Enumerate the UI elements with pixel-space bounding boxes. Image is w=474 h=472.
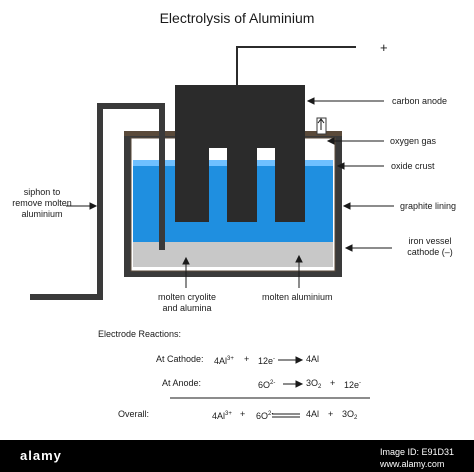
overall-product-o-subscript: 2 [354,415,358,421]
cathode-electron-charge: - [273,356,276,362]
cathode-electrons: 12e [258,356,274,366]
anode-lead-wire [236,46,356,85]
anode-electrons-term: 12e- [344,378,361,391]
cathode-electrons-term: 12e- [258,354,275,367]
carbon-anode-label: carbon anode [392,96,448,106]
cathode-equation-reactant: 4Al3+ [214,354,234,367]
cathode-reactant: 4Al [214,356,228,366]
overall-product-o: 3O [342,409,355,419]
iron-vessel-cathode-label: iron vessel cathode (–) [407,236,453,257]
positive-terminal-label: + [380,40,388,55]
watermark-logo: alamy [20,448,62,463]
reaction-arrows [272,356,304,418]
watermark-id-line1: Image ID: E91D31 [380,447,455,457]
anode-equation-reactant: 6O2- [258,378,275,391]
anode-plus: + [330,378,336,388]
anode-product-term: 3O2 [306,378,321,393]
oxide-crust-label: oxide crust [391,161,435,171]
anode-electrons: 12e [344,380,360,390]
molten-cryolite-label: molten cryolite and alumina [157,292,217,313]
overall-plus-2: + [328,409,334,419]
diagram-title: Electrolysis of Aluminium [159,10,315,26]
overall-al-charge: 3+ [225,411,232,417]
cathode-reactant-charge: 3+ [227,356,234,362]
siphon-label: siphon to remove molten aluminium [12,187,72,219]
overall-label: Overall: [118,409,150,419]
siphon-tube [30,103,165,300]
overall-plus-1: + [240,409,246,419]
watermark-band [0,440,474,472]
watermark-id: Image ID: E91D31 www.alamy.com [380,446,454,470]
overall-o-term: 6O2- [256,409,273,422]
graphite-lining-label: graphite lining [400,201,457,211]
overall-al-term: 4Al3+ [212,409,232,422]
carbon-anode [175,85,305,222]
anode-reactant-charge: 2- [270,380,276,386]
watermark-id-line2: www.alamy.com [380,459,445,469]
overall-al: 4Al [212,411,226,421]
overall-product-al: 4Al [306,409,320,419]
anode-reactant: 6O [258,380,271,390]
anode-product: 3O [306,378,319,388]
anode-product-subscript: 2 [318,384,322,390]
reactions-heading: Electrode Reactions: [98,329,182,339]
overall-o-charge: 2- [268,411,274,417]
cathode-plus: + [244,354,250,364]
anode-label: At Anode: [162,378,202,388]
molten-aluminium-label: molten aluminium [262,292,333,302]
overall-product-o-term: 3O2 [342,409,357,424]
oxygen-up-arrow [317,118,325,130]
oxygen-gas-label: oxygen gas [390,136,437,146]
anode-electron-charge: - [359,380,362,386]
cathode-label: At Cathode: [156,354,204,364]
cathode-product: 4Al [306,354,320,364]
annotation-arrows [66,97,394,288]
overall-o: 6O [256,411,269,421]
molten-aluminium-layer [133,242,333,267]
